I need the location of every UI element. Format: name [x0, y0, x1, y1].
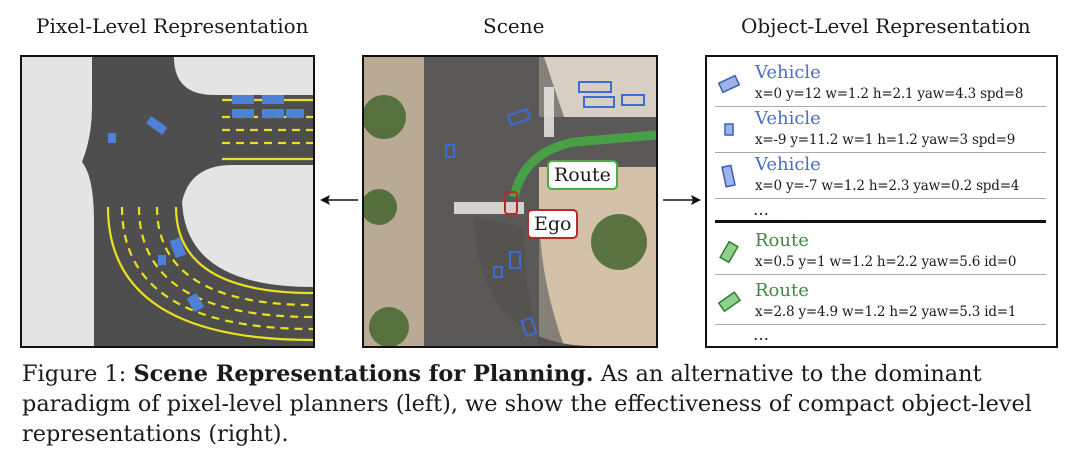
- route-list-ellipsis: …: [753, 325, 770, 344]
- entity-attributes: x=0.5 y=1 w=1.2 h=2.2 yaw=5.6 id=0: [755, 254, 1017, 270]
- entity-attributes: x=0 y=12 w=1.2 h=2.1 yaw=4.3 spd=8: [755, 86, 1024, 102]
- vehicle-box-icon: [721, 164, 736, 188]
- caption-bold-title: Scene Representations for Planning.: [133, 361, 594, 387]
- section-divider: [715, 220, 1046, 223]
- object-level-panel: Vehicle x=0 y=12 w=1.2 h=2.1 yaw=4.3 spd…: [705, 55, 1058, 348]
- caption-prefix: Figure 1:: [22, 361, 134, 387]
- object-entry-vehicle: Vehicle x=0 y=-7 w=1.2 h=2.3 yaw=0.2 spd…: [715, 153, 1046, 199]
- pixel-panel-title: Pixel-Level Representation: [36, 14, 309, 38]
- scene-route-path: [509, 130, 656, 199]
- scene-ego-label: Ego: [527, 209, 579, 239]
- pixel-vehicle: [262, 95, 284, 104]
- route-box-icon: [717, 291, 741, 313]
- route-box-icon: [719, 240, 739, 264]
- vehicle-box-icon: [724, 123, 734, 136]
- entity-attributes: x=2.8 y=4.9 w=1.2 h=2 yaw=5.3 id=1: [755, 304, 1017, 320]
- entity-attributes: x=0 y=-7 w=1.2 h=2.3 yaw=0.2 spd=4: [755, 178, 1020, 194]
- scene-vehicles: [445, 81, 645, 338]
- entity-type-label: Route: [755, 280, 809, 301]
- pixel-vehicle: [169, 237, 187, 259]
- ego-marker: [504, 191, 518, 215]
- object-entry-route: Route x=0.5 y=1 w=1.2 h=2.2 yaw=5.6 id=0: [715, 229, 1046, 275]
- arrow-right-icon: [663, 195, 701, 205]
- object-entry-vehicle: Vehicle x=-9 y=11.2 w=1 h=1.2 yaw=3 spd=…: [715, 107, 1046, 153]
- caption-body: As an alternative to the dominant paradi…: [22, 361, 1032, 447]
- vehicle-list-ellipsis: …: [753, 200, 770, 219]
- object-panel-title: Object-Level Representation: [741, 14, 1031, 38]
- vehicle-box-icon: [717, 74, 741, 94]
- arrow-left-icon: [320, 195, 358, 205]
- pixel-vehicle: [286, 109, 304, 118]
- entity-type-label: Route: [755, 230, 809, 251]
- pixel-vehicle: [262, 109, 284, 118]
- scene-panel-title: Scene: [483, 14, 545, 38]
- entity-attributes: x=-9 y=11.2 w=1 h=1.2 yaw=3 spd=9: [755, 132, 1016, 148]
- pixel-vehicle: [232, 95, 254, 104]
- entity-type-label: Vehicle: [755, 62, 821, 83]
- scene-render: [364, 57, 656, 346]
- entity-type-label: Vehicle: [755, 108, 821, 129]
- pixel-vehicle: [145, 115, 168, 135]
- object-entry-vehicle: Vehicle x=0 y=12 w=1.2 h=2.1 yaw=4.3 spd…: [715, 61, 1046, 107]
- entity-type-label: Vehicle: [755, 154, 821, 175]
- pixel-level-panel: [20, 55, 315, 348]
- pixel-vehicle: [232, 109, 254, 118]
- pixel-vehicle: [158, 255, 166, 265]
- scene-panel: Route Ego: [362, 55, 658, 348]
- pixel-vehicles: [108, 95, 304, 313]
- scene-route-label: Route: [547, 160, 618, 190]
- pixel-vehicle: [108, 133, 116, 143]
- pixel-level-map: [22, 57, 313, 346]
- object-entry-route: Route x=2.8 y=4.9 w=1.2 h=2 yaw=5.3 id=1: [715, 279, 1046, 325]
- pixel-vehicle: [186, 293, 205, 313]
- figure-caption: Figure 1: Scene Representations for Plan…: [22, 359, 1067, 449]
